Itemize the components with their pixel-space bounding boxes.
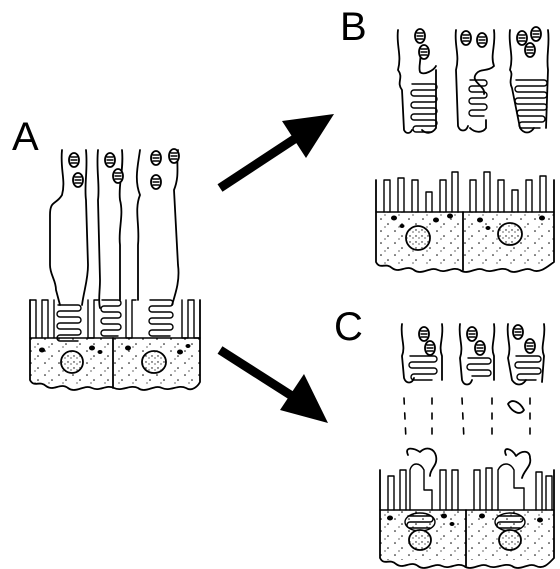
panel-a: A <box>12 115 200 390</box>
epithelium-b <box>376 172 554 272</box>
panel-label-b: B <box>340 5 367 49</box>
panel-label-a: A <box>12 115 39 159</box>
disc-stacks-a <box>57 300 173 341</box>
outer-segments-a <box>50 149 179 308</box>
panel-label-c: C <box>334 305 363 349</box>
panel-c: C <box>334 305 554 568</box>
detached-segments-b <box>398 27 549 133</box>
epithelium-c <box>380 449 554 568</box>
panel-b: B <box>340 5 554 272</box>
epithelium-a <box>30 300 200 390</box>
arrow-to-b <box>220 114 334 188</box>
dashed-fragments-c <box>404 398 530 440</box>
arrow-to-c <box>220 350 328 423</box>
detached-segments-c <box>402 324 545 413</box>
